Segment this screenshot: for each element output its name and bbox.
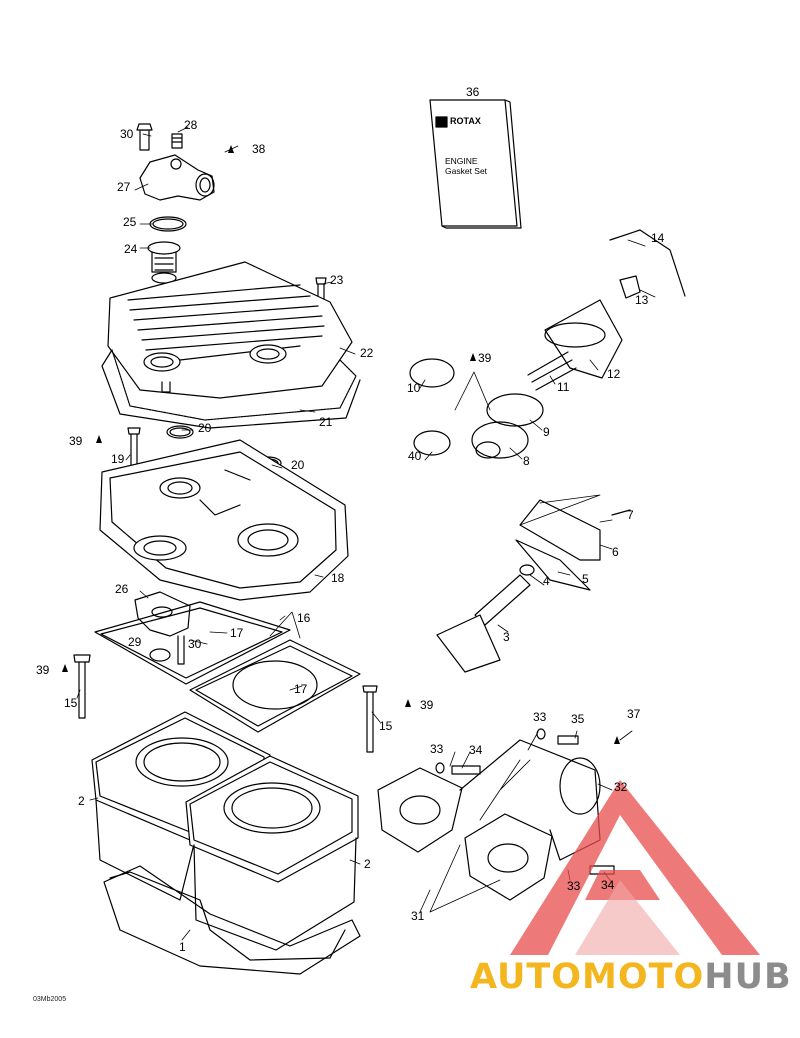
label-part-10: 10 <box>407 381 421 395</box>
label-part-8: 8 <box>523 454 530 468</box>
label-part-2: 2 <box>364 857 371 871</box>
gasket-set-title-line2: Gasket Set <box>445 166 488 176</box>
watermark-text: AUTOMOTOHUB <box>470 957 792 997</box>
gasket-set-title: ENGINE Gasket Set <box>445 156 487 176</box>
thermostat-housing <box>136 123 215 201</box>
cylinder-head <box>99 439 349 601</box>
label-part-32: 32 <box>614 780 628 794</box>
label-part-24: 24 <box>124 242 138 256</box>
label-part-20: 20 <box>198 421 212 435</box>
gasket-set-brand: ROTAX <box>450 116 481 126</box>
label-part-5: 5 <box>582 572 589 586</box>
label-part-40: 40 <box>408 449 422 463</box>
watermark-text-part1: AUTOMOTO <box>470 957 705 997</box>
label-part-26: 26 <box>115 582 129 596</box>
gasket-set-title-line1: ENGINE <box>445 156 478 166</box>
label-part-39: 39 <box>69 434 83 448</box>
label-part-15: 15 <box>64 696 78 710</box>
label-part-9: 9 <box>543 425 550 439</box>
label-part-4: 4 <box>543 574 550 588</box>
label-part-28: 28 <box>184 118 198 132</box>
sealant-drop-icon <box>405 699 411 707</box>
label-part-19: 19 <box>111 452 125 466</box>
label-part-39: 39 <box>420 698 434 712</box>
sealant-drop-icon <box>470 353 476 361</box>
label-part-36: 36 <box>466 85 480 99</box>
label-part-23: 23 <box>330 273 344 287</box>
exhaust-manifold <box>377 739 601 901</box>
diagram-code: 03Mb2005 <box>33 996 67 1003</box>
rave-valve <box>409 229 686 673</box>
label-part-3: 3 <box>503 630 510 644</box>
label-part-25: 25 <box>123 215 137 229</box>
gasket-set-booklet <box>429 99 522 229</box>
label-part-11: 11 <box>557 380 570 394</box>
label-part-1: 1 <box>179 940 186 954</box>
watermark-logo-graphic <box>510 780 760 955</box>
label-part-30: 30 <box>120 127 134 141</box>
label-part-29: 29 <box>128 635 142 649</box>
water-outlet <box>134 591 191 665</box>
label-part-34: 34 <box>601 878 615 892</box>
label-part-6: 6 <box>612 545 619 559</box>
label-part-31: 31 <box>411 909 425 923</box>
label-part-39: 39 <box>36 663 50 677</box>
label-part-13: 13 <box>635 293 649 307</box>
label-part-20: 20 <box>291 458 305 472</box>
label-part-14: 14 <box>651 231 665 245</box>
label-part-38: 38 <box>252 142 266 156</box>
label-part-17: 17 <box>230 626 244 640</box>
label-part-39: 39 <box>478 351 492 365</box>
label-part-12: 12 <box>607 367 621 381</box>
label-part-33: 33 <box>430 742 444 756</box>
label-part-35: 35 <box>571 712 585 726</box>
sealant-drop-icon <box>62 664 68 672</box>
label-part-15: 15 <box>379 719 393 733</box>
label-part-27: 27 <box>117 180 131 194</box>
label-part-37: 37 <box>627 707 641 721</box>
label-part-7: 7 <box>627 508 634 522</box>
sealant-drop-icon <box>614 736 620 744</box>
label-part-30: 30 <box>188 637 202 651</box>
label-part-33: 33 <box>533 710 547 724</box>
label-part-33: 33 <box>567 879 581 893</box>
label-part-16: 16 <box>297 611 311 625</box>
label-part-34: 34 <box>469 743 483 757</box>
label-part-18: 18 <box>331 571 345 585</box>
label-part-21: 21 <box>319 415 333 429</box>
label-part-22: 22 <box>360 346 374 360</box>
watermark-text-part2: HUB <box>704 957 792 997</box>
sealant-drop-icon <box>96 435 102 443</box>
cylinders <box>91 711 359 961</box>
cylinder-head-cover <box>107 261 353 399</box>
label-part-17: 17 <box>294 682 308 696</box>
sealant-drop-icon <box>228 145 234 153</box>
thermostat <box>147 216 187 284</box>
label-part-2: 2 <box>78 794 85 808</box>
